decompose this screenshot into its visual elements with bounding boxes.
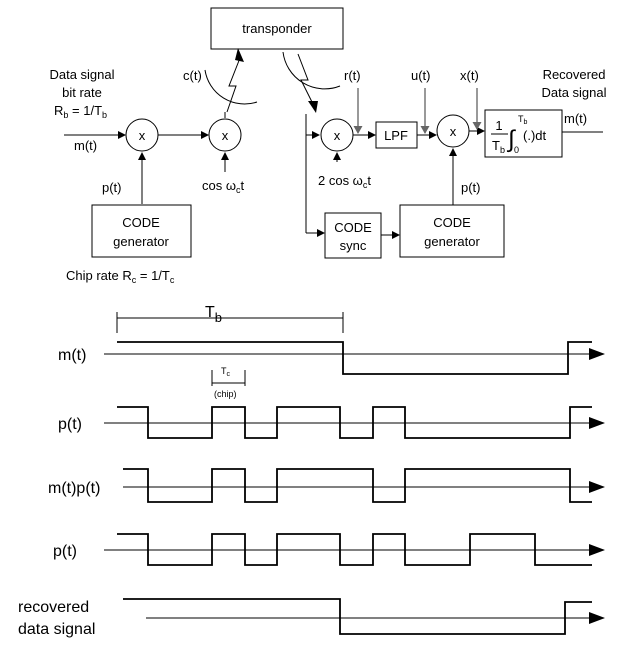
bit-rate-label: Rb = 1/Tb <box>54 103 107 120</box>
u-t-label: u(t) <box>411 68 431 83</box>
waveform-1 <box>117 406 592 439</box>
uplink-ray <box>226 57 241 113</box>
downlink-ray <box>297 53 314 105</box>
integrand-label: (.)dt <box>523 128 547 143</box>
timing-row-label-4-0: recovered <box>18 599 89 616</box>
timing-row-label-2: m(t)p(t) <box>48 480 100 497</box>
downlink-arrowhead <box>308 101 318 113</box>
m-input-label: m(t) <box>74 138 97 153</box>
code-sync-box <box>324 212 382 259</box>
cos-carrier-label: cos ωct <box>202 178 245 195</box>
r-t-label: r(t) <box>344 68 361 83</box>
code-sync-label-2: sync <box>340 238 367 253</box>
code-generator-left-label-2: generator <box>113 234 169 249</box>
integral-sign: ∫ <box>506 126 516 153</box>
uplink-beam-arc <box>204 69 258 105</box>
code-sync-label-1: CODE <box>334 220 372 235</box>
transponder-label: transponder <box>242 21 312 36</box>
chip-rate-label: Chip rate Rc = 1/Tc <box>66 268 175 285</box>
tb-label: Tb <box>205 304 222 325</box>
transponder-box <box>210 7 344 50</box>
two-cos-label: 2 cos ωct <box>318 173 371 190</box>
waveform-3 <box>117 533 592 566</box>
c-t-label: c(t) <box>183 68 202 83</box>
m-output-label: m(t) <box>564 111 587 126</box>
code-generator-right-label-1: CODE <box>433 215 471 230</box>
x-t-label: x(t) <box>460 68 479 83</box>
p-left-label: p(t) <box>102 180 122 195</box>
waveform-4 <box>123 598 592 635</box>
data-signal-label-2: bit rate <box>62 85 102 100</box>
integral-upper-limit: Tb <box>518 114 528 126</box>
code-generator-left <box>91 204 192 258</box>
integral-lower-limit: 0 <box>514 145 519 155</box>
timing-row-label-1: p(t) <box>58 416 82 433</box>
multiplier-2 <box>208 118 242 152</box>
p-right-label: p(t) <box>461 180 481 195</box>
data-signal-label-1: Data signal <box>49 67 114 82</box>
integrator-denominator: Tb <box>492 138 505 155</box>
code-generator-right-label-2: generator <box>424 234 480 249</box>
timing-row-label-0: m(t) <box>58 347 86 364</box>
code-generator-right <box>399 204 505 258</box>
uplink-arrowhead <box>235 48 244 62</box>
multiplier-4-symbol: x <box>450 124 457 139</box>
chip-label: (chip) <box>214 389 237 399</box>
recovered-label-2: Data signal <box>541 85 606 100</box>
multiplier-3-symbol: x <box>334 128 341 143</box>
lpf-label: LPF <box>384 128 408 143</box>
timing-row-label-4-1: data signal <box>18 621 95 638</box>
downlink-beam-arc <box>282 51 341 90</box>
multiplier-1-symbol: x <box>139 128 146 143</box>
recovered-label-1: Recovered <box>543 67 606 82</box>
multiplier-2-symbol: x <box>222 128 229 143</box>
tc-label: Tc <box>221 366 231 378</box>
code-generator-left-label-1: CODE <box>122 215 160 230</box>
timing-row-label-3: p(t) <box>53 543 77 560</box>
waveform-2 <box>123 468 592 503</box>
waveform-0 <box>117 341 592 375</box>
integrator-numerator: 1 <box>495 118 502 133</box>
